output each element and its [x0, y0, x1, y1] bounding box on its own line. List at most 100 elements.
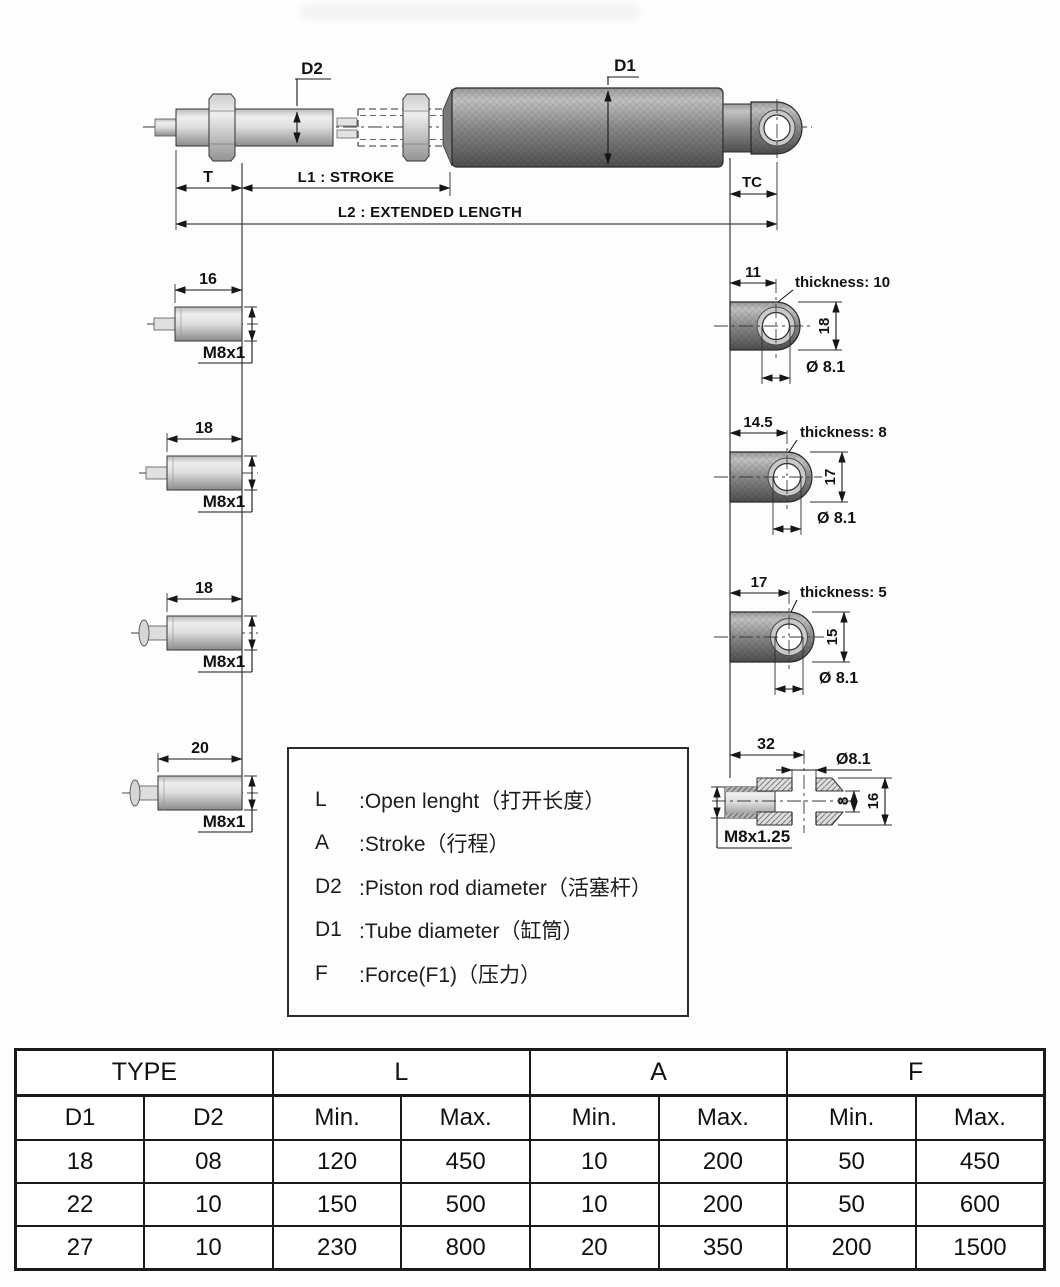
- legend-row: F :Force(F1)（压力）: [289, 952, 687, 996]
- cell: 1500: [914, 1225, 1046, 1271]
- eyelet-height-label: 18: [816, 318, 833, 335]
- legend-term: D2: [315, 874, 342, 898]
- cell: 27: [14, 1225, 146, 1271]
- cell: 200: [657, 1182, 789, 1227]
- scan-smudge: [300, 4, 640, 20]
- eyelet-hole-label: Ø 8.1: [819, 670, 858, 687]
- cell: 120: [271, 1139, 403, 1184]
- cell: 800: [400, 1225, 531, 1271]
- hex-nut-front: [208, 93, 236, 162]
- sub-header: Min.: [529, 1094, 660, 1141]
- sub-header: D2: [143, 1094, 274, 1141]
- dim-label-t: T: [203, 169, 213, 186]
- cell: 450: [914, 1139, 1046, 1184]
- cell: 500: [400, 1182, 531, 1227]
- group-header-row: TYPE L A F: [14, 1048, 1046, 1097]
- legend-desc: :Stroke（行程）: [359, 833, 510, 857]
- left-fitting-4: 20 M8x1: [122, 740, 258, 833]
- left-fitting-3: 18 M8x1: [131, 580, 258, 673]
- cell: 10: [529, 1139, 660, 1184]
- legend-desc: :Tube diameter（缸筒）: [359, 920, 584, 944]
- dim-label-d1: D1: [614, 56, 636, 75]
- legend-desc: :Force(F1)（压力）: [359, 963, 542, 987]
- sub-header: Max.: [400, 1094, 531, 1141]
- cell: 150: [271, 1182, 403, 1227]
- eyelet-thickness-label: thickness: 10: [795, 274, 890, 291]
- group-header-type: TYPE: [14, 1048, 274, 1097]
- sleeve-length-label: 32: [757, 736, 775, 753]
- legend-term: F: [315, 961, 328, 985]
- sleeve-fitting: 32 Ø8.1 8 16 M8x1.25: [711, 736, 892, 849]
- cylinder-body-hatch: [452, 88, 723, 167]
- cell: 230: [271, 1225, 403, 1271]
- legend-row: D2 :Piston rod diameter（活塞杆）: [289, 865, 687, 909]
- threaded-stud-body: [157, 775, 243, 811]
- dim-label-d2: D2: [301, 59, 323, 78]
- gas-spring-assembly: [143, 87, 812, 168]
- stud-length-label: 18: [195, 420, 213, 437]
- stud-stub: [145, 466, 168, 480]
- eyelet-width-label: 14.5: [743, 414, 772, 431]
- stud-length-label: 16: [199, 271, 217, 288]
- sub-header: Max.: [657, 1094, 789, 1141]
- legend-row: L :Open lenght（打开长度）: [289, 778, 687, 822]
- threaded-stud-body: [166, 615, 243, 651]
- cell: 350: [657, 1225, 789, 1271]
- sleeve-outer-label: 16: [865, 793, 882, 810]
- left-fitting-2: 18 M8x1: [139, 420, 258, 513]
- legend-term: L: [315, 787, 327, 811]
- legend-desc: :Piston rod diameter（活塞杆）: [359, 876, 652, 900]
- cell: 600: [914, 1182, 1046, 1227]
- dim-label-l2: L2 : EXTENDED LENGTH: [338, 204, 522, 221]
- main-dimensions: D2 D1 T L1 : STROKE L2 : EXTENDED LENGTH…: [175, 56, 778, 230]
- sleeve-thread-label: M8x1.25: [724, 827, 790, 846]
- eyelet-hole-label: Ø 8.1: [817, 510, 856, 527]
- threaded-stud-body: [166, 455, 243, 491]
- stud-stem: [147, 625, 168, 641]
- table-row: 22 10 150 500 10 200 50 600: [14, 1182, 1046, 1227]
- eyelet-width-label: 11: [745, 264, 761, 281]
- sub-header: Min.: [271, 1094, 403, 1141]
- legend-term: D1: [315, 918, 342, 942]
- cell: 10: [529, 1182, 660, 1227]
- sub-header: D1: [14, 1094, 146, 1141]
- cell: 200: [657, 1139, 789, 1184]
- sleeve-hole-label: Ø8.1: [836, 751, 871, 768]
- eyelet-neck: [722, 103, 754, 153]
- piston-rod: [234, 108, 334, 147]
- stud-stem: [138, 785, 159, 801]
- sub-header: Max.: [914, 1094, 1046, 1141]
- eyelet-width-label: 17: [751, 574, 768, 591]
- cell: 450: [400, 1139, 531, 1184]
- cell: 50: [786, 1139, 917, 1184]
- eyelet-height-label: 15: [824, 629, 841, 646]
- sleeve-bore-label: 8: [835, 797, 852, 805]
- right-eyelet-3: 17 thickness: 5 15 Ø 8.1: [714, 574, 887, 695]
- thread-label: M8x1: [203, 343, 246, 362]
- group-header-f: F: [786, 1048, 1046, 1097]
- stud-stub: [153, 317, 176, 331]
- thread-label: M8x1: [203, 652, 246, 671]
- dim-label-tc: TC: [742, 174, 762, 191]
- ball-flange: [138, 619, 150, 647]
- thread-label: M8x1: [203, 812, 246, 831]
- dim-label-l1: L1 : STROKE: [298, 169, 395, 186]
- legend-term: A: [315, 831, 330, 855]
- rod-tip: [154, 118, 177, 137]
- cell: 10: [143, 1225, 274, 1271]
- cell: 10: [143, 1182, 274, 1227]
- right-eyelet-1: 11 thickness: 10 18 Ø 8.1: [714, 264, 890, 384]
- legend-desc: :Open lenght（打开长度）: [359, 789, 606, 813]
- spec-table: TYPE L A F D1 D2 Min. Max. Min. Max. Min…: [14, 1048, 1046, 1271]
- stud-length-label: 18: [195, 580, 213, 597]
- body-shoulder: [442, 88, 453, 167]
- stud-length-label: 20: [191, 740, 209, 757]
- legend-row: D1 :Tube diameter（缸筒）: [289, 909, 687, 953]
- right-eyelet-2: 14.5 thickness: 8 17 Ø 8.1: [714, 414, 887, 535]
- threaded-stud-body: [174, 306, 243, 342]
- group-header-a: A: [528, 1048, 789, 1097]
- sub-header-row: D1 D2 Min. Max. Min. Max. Min. Max.: [14, 1094, 1046, 1141]
- eyelet-thickness-label: thickness: 5: [800, 584, 887, 601]
- group-header-l: L: [271, 1048, 532, 1097]
